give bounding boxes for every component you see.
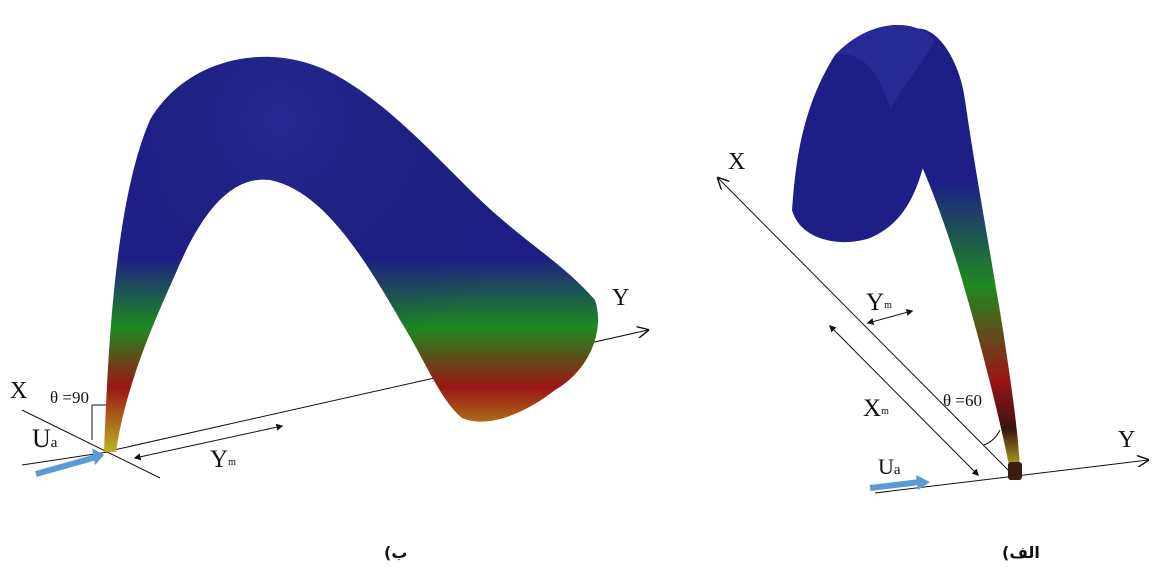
left-ua-label: Ua (32, 426, 57, 452)
left-ua-sub: a (50, 435, 58, 451)
left-ym-sub: m (228, 457, 236, 468)
left-ym-label: Ym (210, 447, 236, 472)
right-nozzle (1008, 462, 1022, 480)
right-ym-arrow (866, 309, 914, 325)
panel-right (718, 25, 1148, 494)
left-ua-main: U (32, 424, 51, 453)
right-x-axis-label: X (728, 149, 746, 175)
right-theta-arc (983, 429, 1001, 446)
panel-left (21, 56, 648, 479)
right-ua-sub: a (893, 462, 901, 478)
right-xm-main: X (863, 395, 882, 422)
right-ua-label: Ua (878, 456, 901, 478)
right-ym-main: Y (866, 289, 885, 316)
right-y-axis-label: Y (1118, 427, 1136, 453)
right-crossflow-arrowhead (916, 475, 930, 490)
right-ua-main: U (878, 454, 894, 479)
left-x-axis (21, 409, 161, 479)
right-plume-cap (835, 25, 935, 110)
left-theta-label: θ =90 (50, 388, 89, 407)
left-ym-main: Y (210, 446, 229, 473)
left-y-axis-label: Y (612, 285, 630, 311)
left-ym-arrow (133, 423, 284, 461)
left-crossflow-arrow (35, 453, 101, 477)
right-xm-sub: m (881, 406, 889, 417)
right-xm-arrow (829, 325, 979, 476)
right-xm-label: Xm (863, 396, 889, 421)
left-crossflow-arrowhead (92, 448, 104, 465)
right-theta-label: θ =60 (943, 391, 982, 410)
left-caption: ب) (384, 543, 408, 562)
right-caption: الف) (1002, 543, 1040, 562)
right-crossflow-arrow (869, 479, 921, 491)
left-plume-shading (150, 56, 599, 422)
right-ym-sub: m (884, 300, 892, 311)
right-ym-label: Ym (866, 290, 892, 315)
left-x-axis-label: X (10, 378, 28, 404)
